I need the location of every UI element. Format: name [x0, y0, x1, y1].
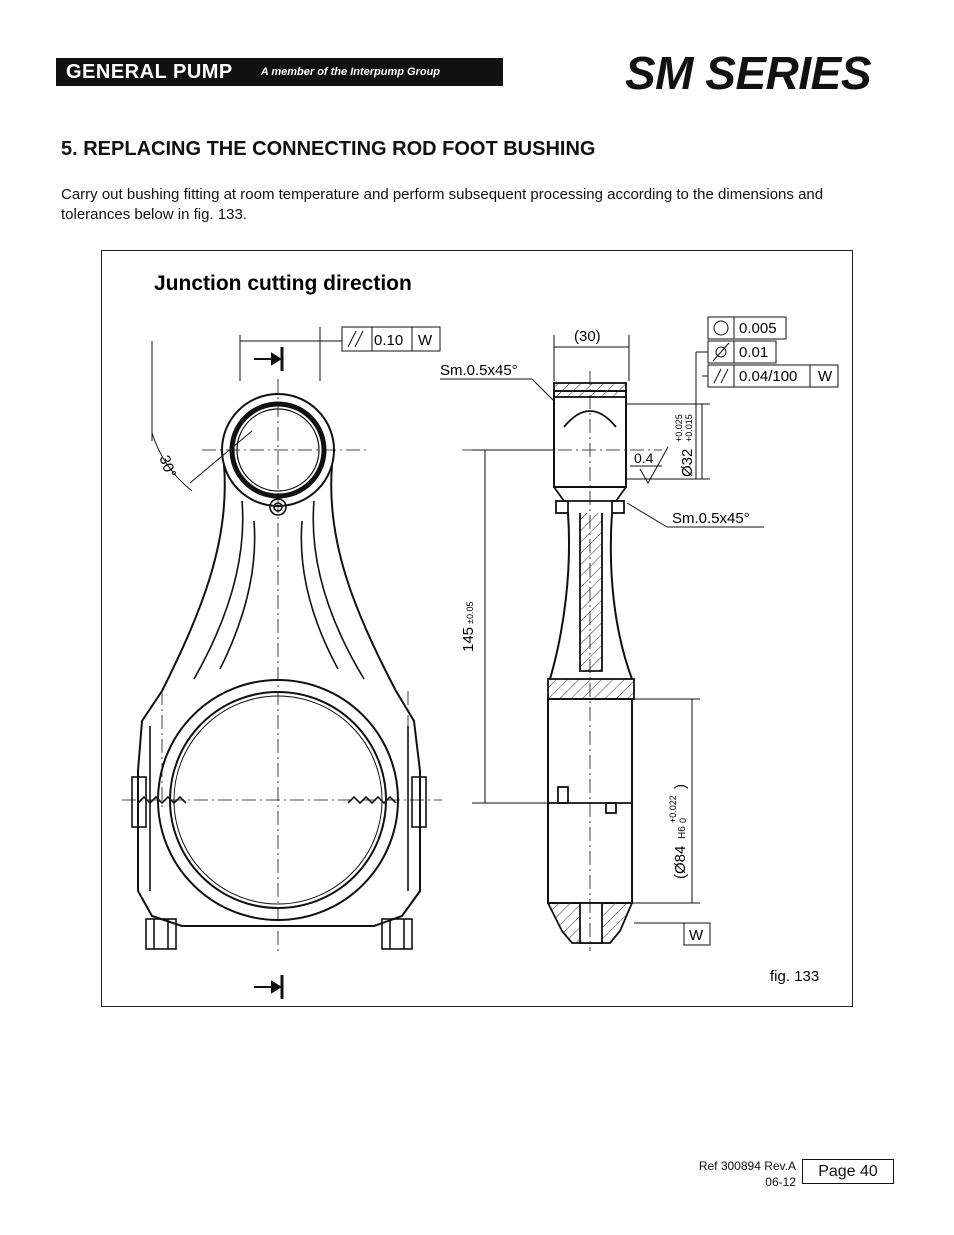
brand-tagline: A member of the Interpump Group — [260, 66, 441, 78]
big-bore-label-group: (Ø84 H6 +0.022 0 ) — [668, 784, 689, 879]
brand-bar: GENERAL PUMP A member of the Interpump G… — [56, 58, 503, 86]
angle-dim — [151, 341, 253, 492]
cylindricity-value: 0.01 — [739, 344, 768, 361]
svg-text:): ) — [672, 784, 689, 789]
circularity-value: 0.005 — [739, 320, 777, 337]
datum-w-label: W — [689, 927, 704, 944]
junction-arrow-top — [254, 347, 284, 371]
center-distance-label-group: 145 ±0.05 — [460, 602, 477, 652]
chamfer-bottom-label: Sm.0.5x45° — [672, 510, 750, 527]
junction-arrow-bottom — [254, 975, 284, 999]
angle-label: 30° — [156, 453, 180, 480]
svg-text:+0.015: +0.015 — [684, 414, 694, 442]
side-width-dim — [553, 335, 630, 381]
page-number: Page 40 — [802, 1159, 894, 1184]
ref-number: Ref 300894 Rev.A — [698, 1159, 796, 1173]
svg-text:±0.05: ±0.05 — [465, 602, 475, 624]
svg-text:+0.025: +0.025 — [674, 414, 684, 442]
svg-text:Ø32: Ø32 — [679, 449, 696, 477]
parallelism-datum: W — [418, 332, 433, 349]
small-bore-label-group: Ø32 +0.025 +0.015 — [674, 414, 696, 477]
rod-front-view — [131, 393, 427, 950]
svg-text:+0.022: +0.022 — [668, 795, 678, 823]
document-reference: Ref 300894 Rev.A 06-12 — [640, 1158, 796, 1190]
svg-text:(Ø84: (Ø84 — [672, 846, 689, 879]
brand-name: GENERAL PUMP — [66, 60, 233, 83]
rod-side-view — [547, 382, 635, 944]
gdt-frame — [695, 316, 839, 479]
svg-text:145: 145 — [460, 627, 477, 652]
center-distance-dim — [472, 449, 554, 804]
figure-caption: fig. 133 — [770, 968, 819, 985]
roughness-symbol — [630, 446, 669, 485]
chamfer-top-label: Sm.0.5x45° — [440, 362, 518, 379]
small-bore-dim — [626, 403, 710, 480]
gdt-datum: W — [818, 368, 833, 385]
svg-text:0: 0 — [678, 818, 688, 823]
roughness-value: 0.4 — [634, 450, 654, 466]
section-heading: 5. REPLACING THE CONNECTING ROD FOOT BUS… — [61, 138, 596, 160]
figure-frame: Junction cutting direction — [101, 250, 853, 1007]
parallelism-value: 0.10 — [374, 332, 403, 349]
connecting-rod-drawing: Junction cutting direction — [122, 272, 839, 999]
junction-label: Junction cutting direction — [154, 272, 412, 295]
instruction-paragraph: Carry out bushing fitting at room temper… — [61, 186, 824, 223]
svg-text:H6: H6 — [677, 826, 688, 839]
side-width-label: (30) — [574, 328, 601, 345]
top-width-dim — [239, 326, 441, 381]
ref-date: 06-12 — [765, 1175, 796, 1189]
parallel-per-value: 0.04/100 — [739, 368, 797, 385]
big-bore-dim — [632, 698, 700, 904]
series-title: SM SERIES — [625, 47, 872, 99]
